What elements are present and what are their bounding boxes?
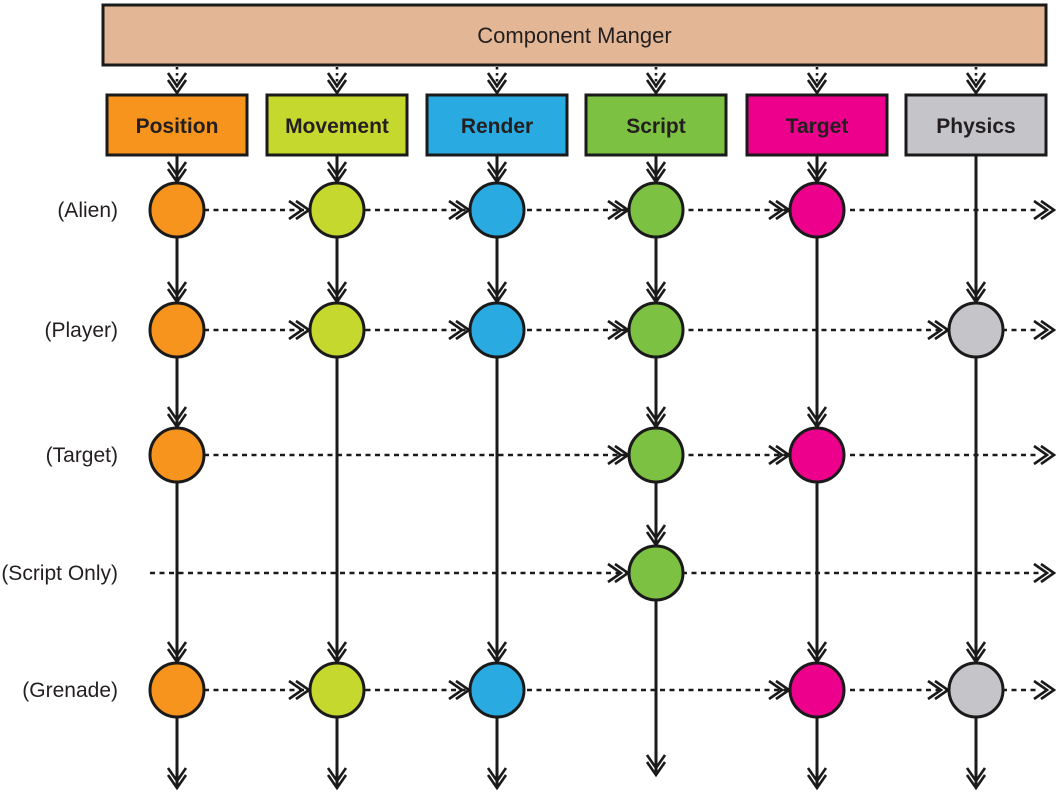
entity-circle-row0-position — [148, 181, 206, 239]
vertical-arrowhead-into-circle — [806, 406, 828, 430]
row-end-arrowhead-1 — [1033, 319, 1057, 341]
column-end-arrowhead-target — [806, 767, 828, 791]
vertical-arrowhead-into-circle — [326, 161, 348, 185]
column-label-physics: Physics — [936, 115, 1015, 138]
vertical-arrowhead-into-circle — [645, 524, 667, 548]
entity-circle-row4-render — [468, 661, 526, 719]
connector-arrowhead-render — [486, 72, 508, 96]
vertical-arrowhead-into-circle — [326, 641, 348, 665]
vertical-arrowhead-into-circle — [486, 641, 508, 665]
vertical-arrowhead-into-circle — [806, 641, 828, 665]
column-label-target: Target — [786, 115, 849, 138]
connector-arrowhead-movement — [326, 72, 348, 96]
column-label-render: Render — [461, 115, 533, 138]
entity-circle-row0-movement — [308, 181, 366, 239]
vertical-arrowhead-into-circle — [806, 161, 828, 185]
vertical-arrowhead-into-circle — [965, 641, 987, 665]
entity-circle-row1-physics — [947, 301, 1005, 359]
row-end-arrowhead-0 — [1033, 199, 1057, 221]
vertical-arrowhead-into-circle — [166, 406, 188, 430]
vertical-arrowhead-into-circle — [166, 641, 188, 665]
vertical-arrowhead-into-circle — [965, 281, 987, 305]
entity-circle-row0-target — [788, 181, 846, 239]
column-end-arrowhead-position — [166, 767, 188, 791]
row-end-arrowhead-2 — [1033, 444, 1057, 466]
connector-arrowhead-script — [645, 72, 667, 96]
vertical-arrowhead-into-circle — [645, 281, 667, 305]
column-label-movement: Movement — [285, 115, 389, 138]
row-label-4: (Grenade) — [22, 679, 118, 702]
row-label-3: (Script Only) — [1, 562, 118, 585]
entity-circle-row2-position — [148, 426, 206, 484]
manager-box — [101, 3, 1048, 67]
column-box-position — [105, 93, 249, 157]
entity-circle-row1-render — [468, 301, 526, 359]
entity-circle-row0-script — [627, 181, 685, 239]
entity-circle-row4-position — [148, 661, 206, 719]
column-label-position: Position — [136, 115, 219, 138]
entity-circle-row4-movement — [308, 661, 366, 719]
entity-circle-row0-render — [468, 181, 526, 239]
row-label-0: (Alien) — [57, 199, 118, 222]
entity-circle-row1-movement — [308, 301, 366, 359]
column-box-script — [584, 93, 728, 157]
vertical-arrowhead-into-circle — [166, 161, 188, 185]
row-label-2: (Target) — [46, 444, 118, 467]
column-label-script: Script — [626, 115, 686, 138]
vertical-arrowhead-into-circle — [326, 281, 348, 305]
column-end-arrowhead-script — [645, 754, 667, 778]
connector-arrowhead-target — [806, 72, 828, 96]
column-end-arrowhead-render — [486, 767, 508, 791]
vertical-arrowhead-into-circle — [645, 161, 667, 185]
row-label-1: (Player) — [44, 319, 118, 342]
connector-arrowhead-position — [166, 72, 188, 96]
row-end-arrowhead-4 — [1033, 679, 1057, 701]
entity-circle-row1-position — [148, 301, 206, 359]
column-end-arrowhead-physics — [965, 767, 987, 791]
vertical-arrowhead-into-circle — [645, 406, 667, 430]
entity-circle-row4-physics — [947, 661, 1005, 719]
row-end-arrowhead-3 — [1033, 562, 1057, 584]
entity-circle-row2-script — [627, 426, 685, 484]
manager-title: Component Manger — [477, 23, 671, 48]
column-end-arrowhead-movement — [326, 767, 348, 791]
entity-circle-row2-target — [788, 426, 846, 484]
column-box-target — [745, 93, 889, 157]
entity-circle-row1-script — [627, 301, 685, 359]
entity-circle-row4-target — [788, 661, 846, 719]
entity-circle-row3-script — [627, 544, 685, 602]
vertical-arrowhead-into-circle — [486, 281, 508, 305]
connector-arrowhead-physics — [965, 72, 987, 96]
column-box-physics — [904, 93, 1048, 157]
vertical-arrowhead-into-circle — [486, 161, 508, 185]
vertical-arrowhead-into-circle — [166, 281, 188, 305]
